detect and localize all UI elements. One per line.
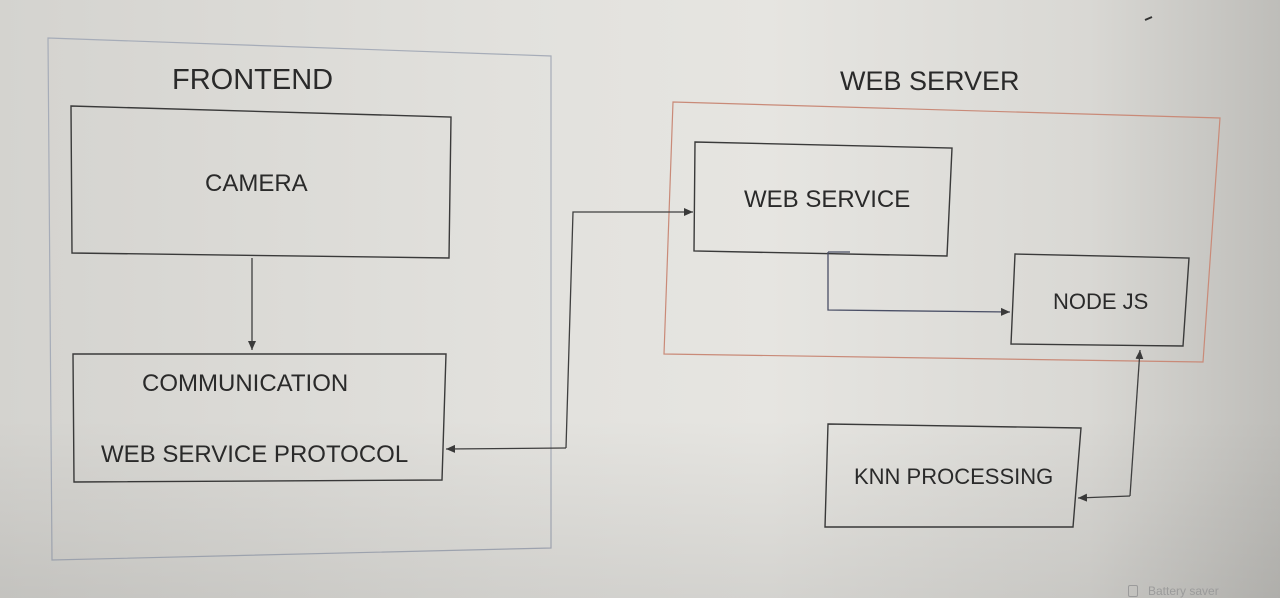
web-service-to-node-js-arrow — [827, 251, 1010, 312]
knn-processing-box — [824, 423, 1082, 528]
web-service-label: WEB SERVICE — [744, 186, 911, 213]
communication-box — [72, 353, 447, 483]
web-server-container — [663, 101, 1221, 363]
protocol-label: WEB SERVICE PROTOCOL — [101, 441, 409, 468]
camera-label: CAMERA — [205, 170, 308, 197]
protocol-to-web-service-connector — [565, 208, 693, 449]
speck-mark — [1144, 16, 1153, 21]
frontend-container — [47, 37, 552, 561]
communication-label: COMMUNICATION — [142, 370, 349, 397]
web-service-box — [693, 141, 953, 257]
knn-processing-label: KNN PROCESSING — [854, 464, 1054, 489]
battery-saver-indicator: Battery saver — [1128, 584, 1219, 598]
knn-to-node-js-arrow — [1129, 349, 1144, 497]
frontend-title: FRONTEND — [172, 64, 334, 96]
web-service-to-protocol-connector — [445, 444, 567, 453]
web-server-title: WEB SERVER — [840, 66, 1020, 96]
battery-saver-icon — [1128, 585, 1138, 597]
node-js-label: NODE JS — [1053, 289, 1149, 314]
node-js-to-knn-arrow — [1077, 493, 1131, 502]
camera-box — [70, 105, 452, 259]
battery-saver-label: Battery saver — [1148, 584, 1219, 598]
